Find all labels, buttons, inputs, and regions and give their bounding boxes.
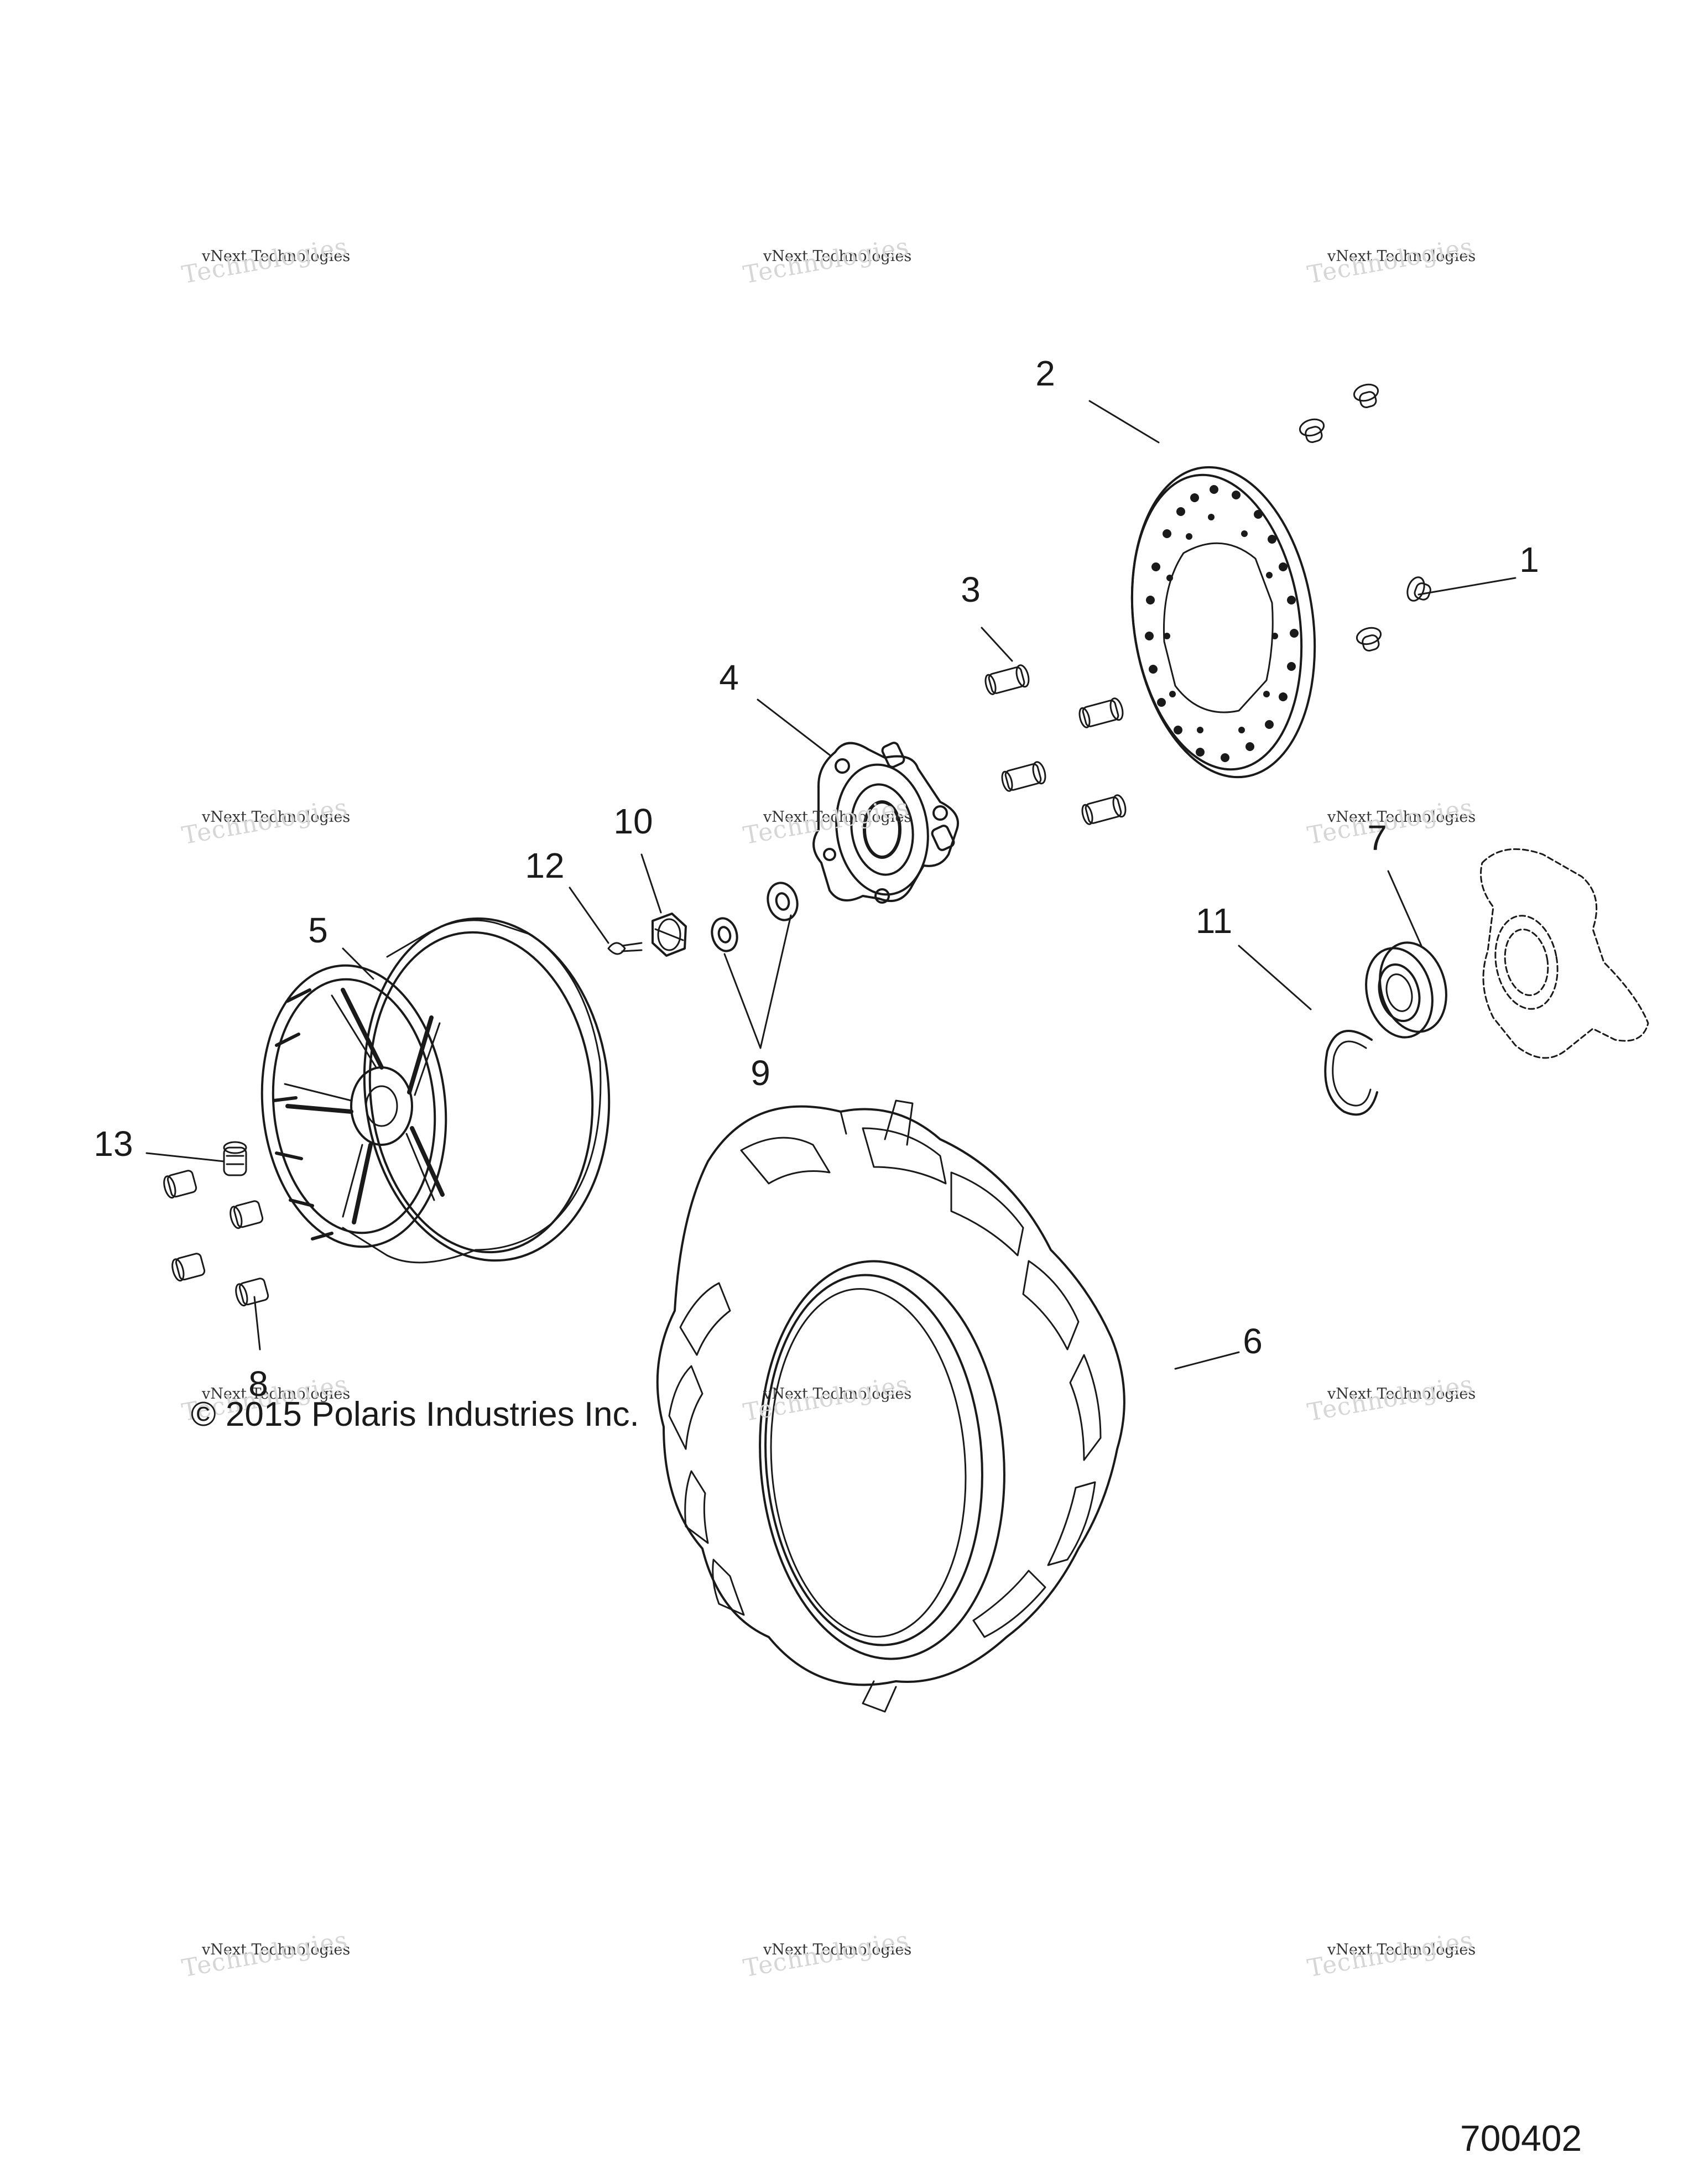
part-1-cap-screws (1299, 383, 1431, 651)
callout-3: 3 (961, 570, 981, 609)
part-5-wheel-rim (260, 917, 611, 1264)
callout-2: 2 (1035, 353, 1055, 393)
part-4-wheel-hub (812, 742, 959, 904)
leader-lines (145, 400, 1516, 1370)
part-3-wheel-studs (984, 664, 1127, 825)
callout-10: 10 (613, 801, 653, 841)
part-7-bearing (1365, 941, 1447, 1039)
callout-1: 1 (1519, 540, 1539, 580)
callout-11: 11 (1195, 901, 1233, 941)
callout-13: 13 (93, 1124, 133, 1164)
callout-9: 9 (751, 1053, 770, 1093)
callout-5: 5 (308, 910, 328, 950)
part-13-valve-stem (223, 1141, 247, 1176)
callout-12: 12 (525, 846, 565, 885)
part-10-castle-nut (652, 913, 687, 957)
part-6-tire (656, 1099, 1125, 1713)
part-11-snap-ring (1324, 1030, 1378, 1116)
callout-8: 8 (248, 1364, 268, 1404)
steering-knuckle-reference (1480, 848, 1649, 1059)
copyright-notice: © 2015 Polaris Industries Inc. (191, 1395, 639, 1434)
callout-6: 6 (1243, 1321, 1263, 1361)
part-9-washers (711, 882, 799, 952)
part-12-cotter-pin (607, 942, 643, 955)
document-id: 700402 (1460, 2118, 1582, 2159)
callout-7: 7 (1367, 818, 1387, 858)
part-8-lug-nuts (163, 1170, 269, 1307)
callout-4: 4 (719, 658, 739, 697)
part-2-brake-disc (1130, 466, 1316, 779)
